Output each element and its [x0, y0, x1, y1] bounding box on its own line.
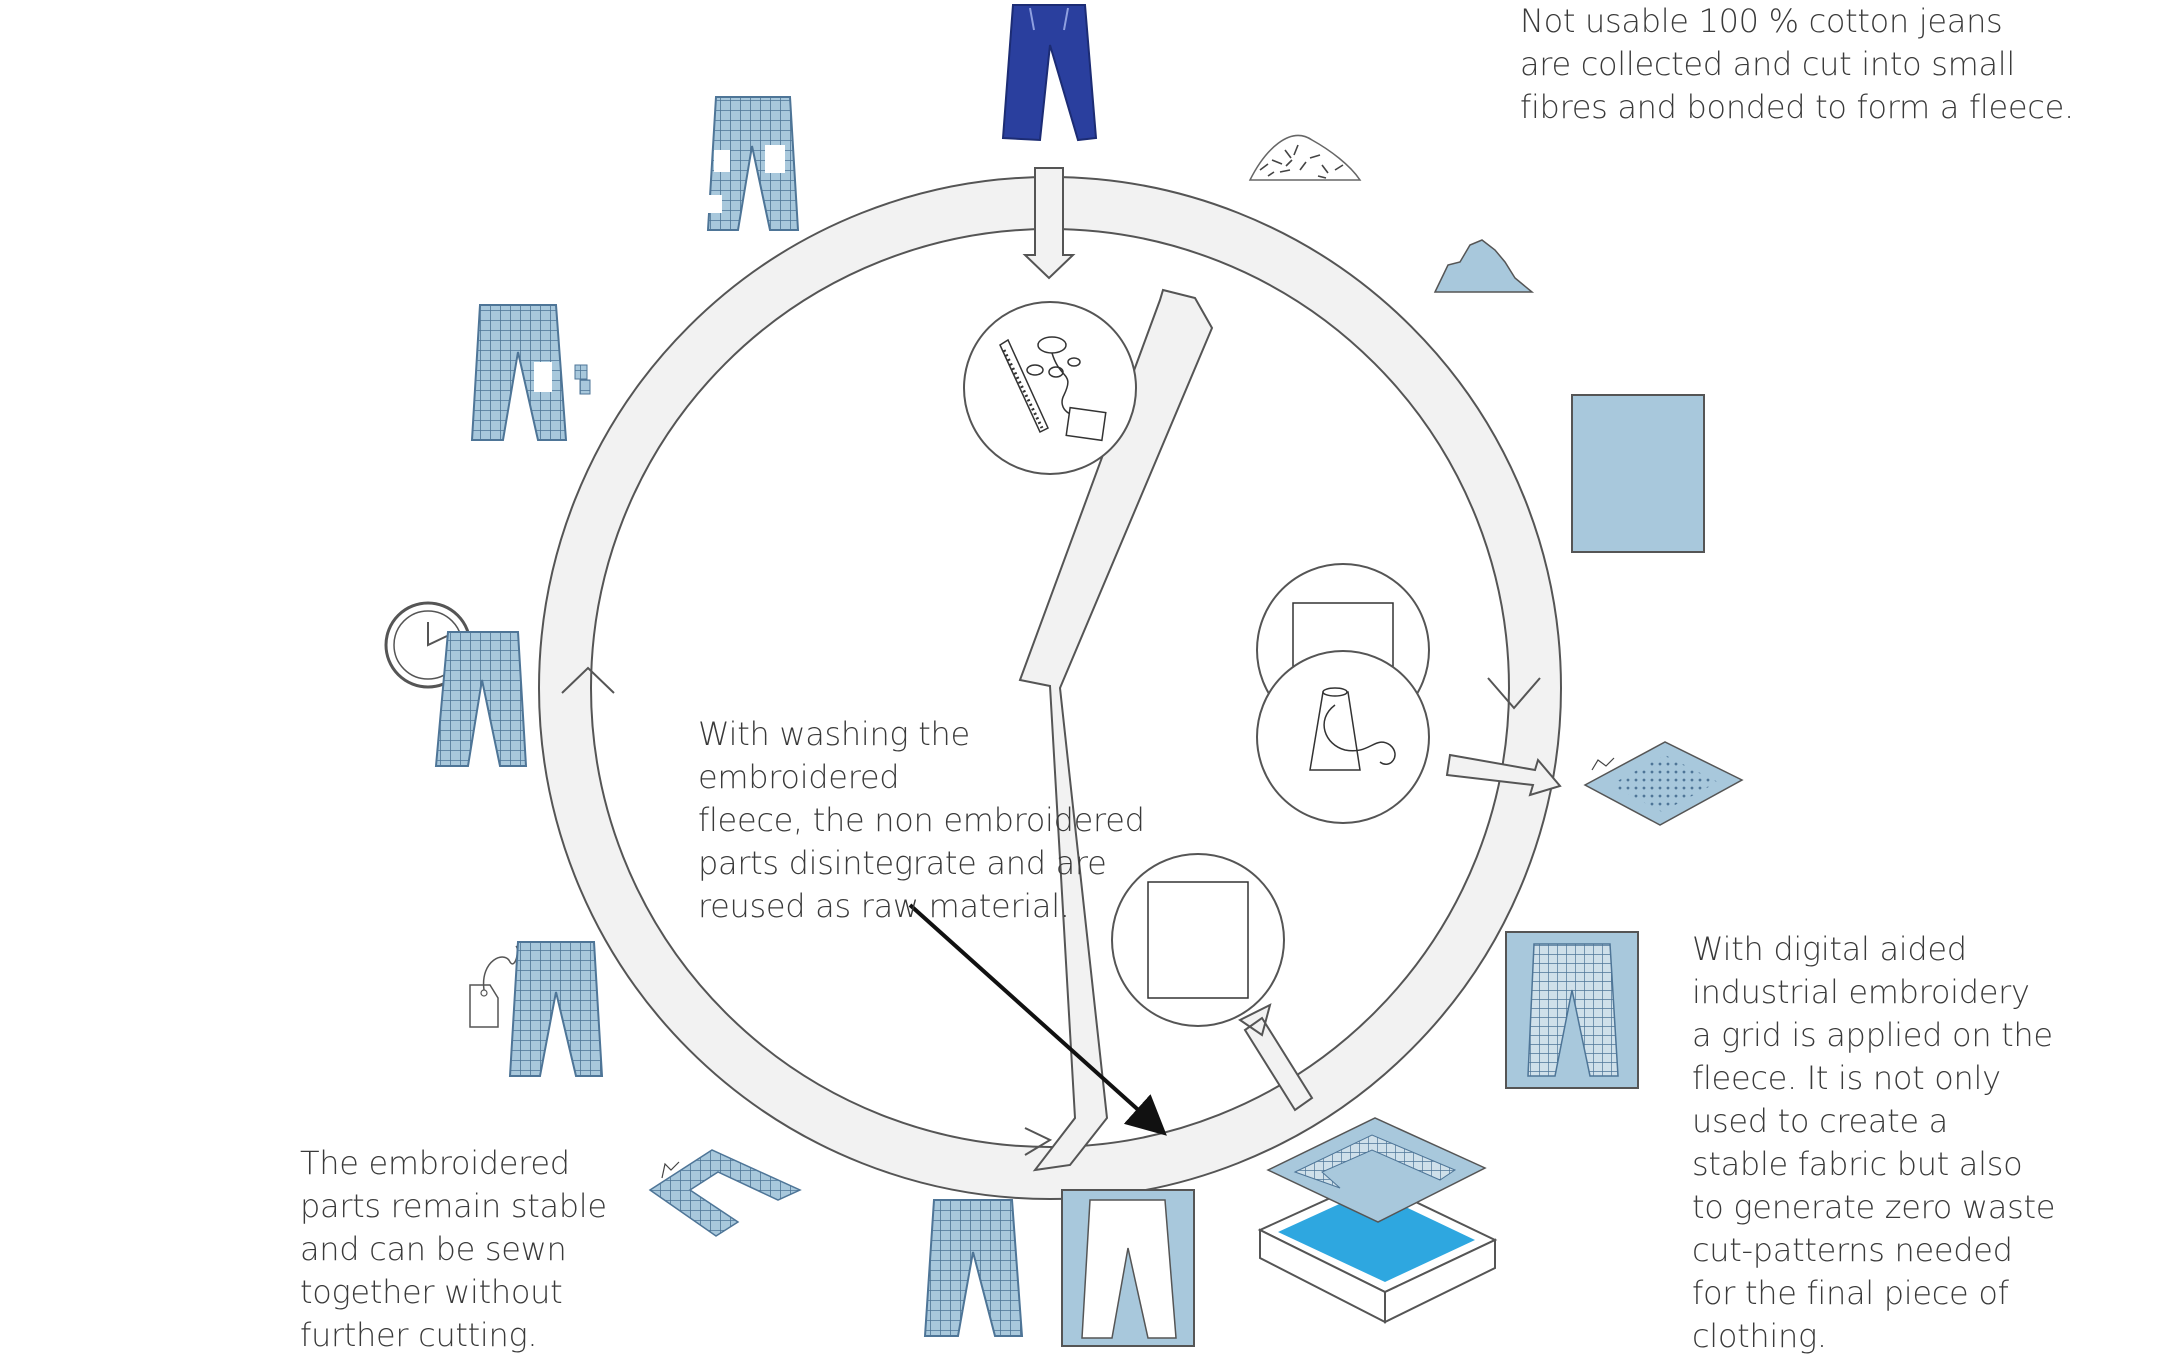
degraded-jeans-icon: [706, 96, 800, 231]
output-arrow-lower: [1238, 1003, 1314, 1112]
washing-tub-icon: [1257, 1117, 1498, 1324]
disintegration-path: [1018, 288, 1214, 1172]
notions-icon: [963, 301, 1137, 475]
fleece-sheet-icon: [1571, 394, 1705, 553]
grid-jeans-pattern-icon: [1505, 931, 1639, 1089]
worn-jeans-icon: [470, 304, 591, 441]
grid-jeans-icon: [923, 1199, 1024, 1337]
thread-spool-icon: [1256, 650, 1430, 824]
cut-sheet-icon: [1061, 1189, 1195, 1347]
jeans-icon: [1001, 4, 1098, 142]
tagged-jeans-icon: [508, 941, 604, 1077]
fibres-pile-icon: [1248, 134, 1362, 181]
fleece-description: Not usable 100 % cotton jeans are collec…: [1520, 2, 2074, 126]
aged-jeans-icon: [434, 631, 528, 767]
sewing-description: The embroidered parts remain stable and …: [300, 1144, 607, 1354]
washing-description: With washing the embroidered fleece, the…: [698, 715, 1145, 925]
ring-chevron-bottom: [1024, 1127, 1053, 1156]
grid-part-icon: [648, 1149, 802, 1237]
embroidered-sheet-icon: [1583, 741, 1744, 826]
clothing-tag-icon: [469, 945, 519, 1028]
fleece-pile-icon: [1433, 239, 1535, 293]
embroidery-description: With digital aided industrial embroidery…: [1692, 930, 2056, 1355]
ring-chevron-left: [561, 666, 615, 694]
pointer-arrow: [908, 903, 1167, 1136]
input-arrow: [1022, 167, 1076, 280]
blank-sheet-circle-icon: [1111, 853, 1285, 1027]
output-arrow-right: [1445, 753, 1562, 797]
ring-chevron-right: [1487, 677, 1541, 710]
